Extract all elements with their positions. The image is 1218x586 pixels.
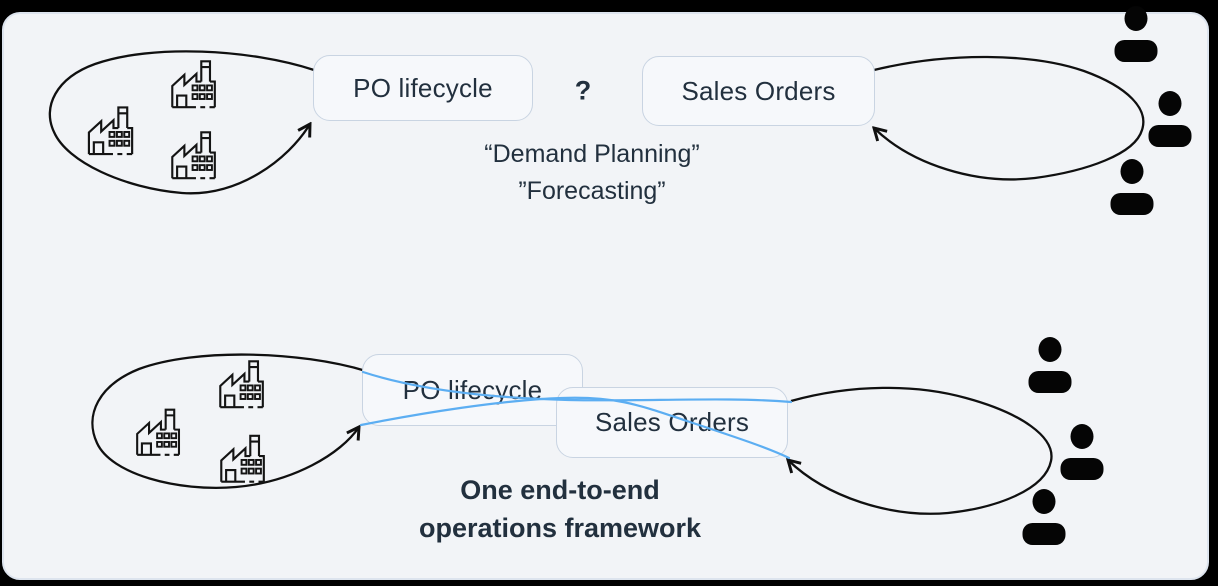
- po-lifecycle-label-top: PO lifecycle: [353, 72, 493, 103]
- po-lifecycle-box-top: PO lifecycle: [313, 55, 533, 121]
- factory-icon: [131, 404, 188, 460]
- quote-line-demand-planning: “Demand Planning”: [484, 140, 700, 168]
- sales-orders-label-top: Sales Orders: [681, 75, 836, 106]
- po-lifecycle-box-bottom: PO lifecycle: [362, 354, 583, 426]
- sales-orders-box-top: Sales Orders: [642, 56, 875, 126]
- factory-icon: [166, 56, 224, 112]
- sales-orders-box-bottom: Sales Orders: [556, 387, 788, 458]
- person-icon: [1020, 488, 1068, 545]
- framework-caption: One end-to-end operations framework: [419, 471, 701, 547]
- person-icon: [1026, 336, 1074, 393]
- factory-icon: [166, 127, 224, 183]
- person-icon: [1112, 5, 1160, 62]
- po-lifecycle-label-bottom: PO lifecycle: [402, 374, 543, 405]
- person-icon: [1108, 158, 1156, 215]
- factory-icon: [215, 430, 273, 487]
- caption-line-2: operations framework: [418, 513, 702, 543]
- factory-icon: [82, 103, 142, 158]
- caption-line-1: One end-to-end: [460, 475, 660, 505]
- person-icon: [1058, 423, 1106, 480]
- factory-icon: [214, 356, 272, 412]
- quote-line-forecasting: ”Forecasting”: [518, 177, 666, 205]
- quoted-terms: “Demand Planning” ”Forecasting”: [484, 136, 699, 210]
- question-mark: ?: [574, 75, 592, 106]
- sales-orders-label-bottom: Sales Orders: [594, 407, 750, 437]
- person-icon: [1146, 90, 1194, 147]
